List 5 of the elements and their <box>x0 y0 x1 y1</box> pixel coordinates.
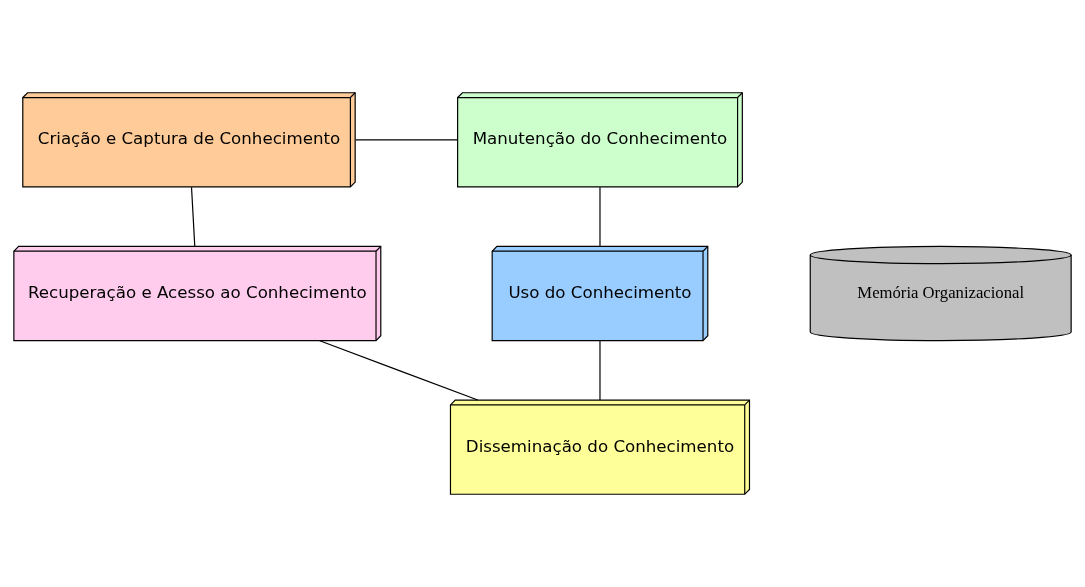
connector <box>354 139 458 141</box>
connector <box>190 186 196 247</box>
connector <box>319 340 479 401</box>
connector <box>599 340 601 401</box>
connector <box>599 186 601 247</box>
